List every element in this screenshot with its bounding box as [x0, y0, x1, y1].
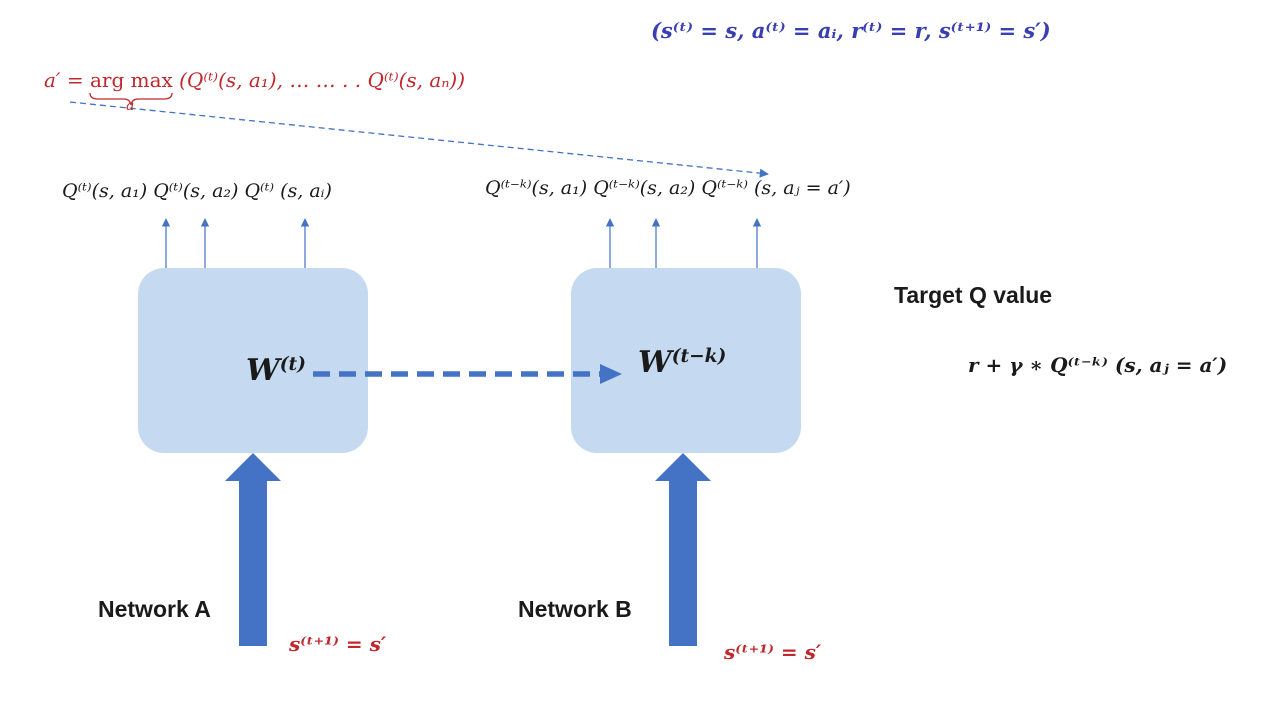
underbrace-icon [89, 92, 173, 106]
argmax-lhs: a′ = [44, 68, 84, 92]
network-a-input-arrow [225, 453, 281, 646]
target-q-formula: r + γ ∗ Q⁽ᵗ⁻ᵏ⁾ (s, aⱼ = a′) [968, 353, 1228, 377]
argmax-args: (Q⁽ᵗ⁾(s, a₁), … … . . Q⁽ᵗ⁾(s, aₙ)) [179, 68, 466, 92]
argmax-operator: arg max a [89, 68, 173, 114]
network-b-outputs: Q⁽ᵗ⁻ᵏ⁾(s, a₁) Q⁽ᵗ⁻ᵏ⁾(s, a₂) Q⁽ᵗ⁻ᵏ⁾ (s, a… [485, 177, 851, 199]
network-a-outputs: Q⁽ᵗ⁾(s, a₁) Q⁽ᵗ⁾(s, a₂) Q⁽ᵗ⁾ (s, aᵢ) [62, 180, 332, 202]
network-b-weight: W(t−k) [638, 345, 727, 380]
target-q-title: Target Q value [894, 282, 1053, 308]
network-b-label: Network B [518, 596, 632, 622]
network-a-box [138, 268, 368, 453]
argmax-subscript: a [125, 98, 135, 114]
argmax-formula: a′ = arg max a (Q⁽ᵗ⁾(s, a₁), … … . . Q⁽ᵗ… [44, 68, 466, 114]
network-b-box [571, 268, 801, 453]
weight-copy-arrowhead [600, 364, 622, 384]
transition-tuple: (s⁽ᵗ⁾ = s, a⁽ᵗ⁾ = aᵢ, r⁽ᵗ⁾ = r, s⁽ᵗ⁺¹⁾ =… [651, 18, 1051, 43]
network-a-weight: W(t) [246, 353, 306, 388]
argmax-to-target-dashed-arrow [69, 101, 769, 178]
network-b-input: s⁽ᵗ⁺¹⁾ = s′ [724, 640, 822, 664]
network-b-input-arrow [655, 453, 711, 646]
network-a-label: Network A [98, 596, 211, 622]
network-a-input: s⁽ᵗ⁺¹⁾ = s′ [289, 632, 387, 656]
